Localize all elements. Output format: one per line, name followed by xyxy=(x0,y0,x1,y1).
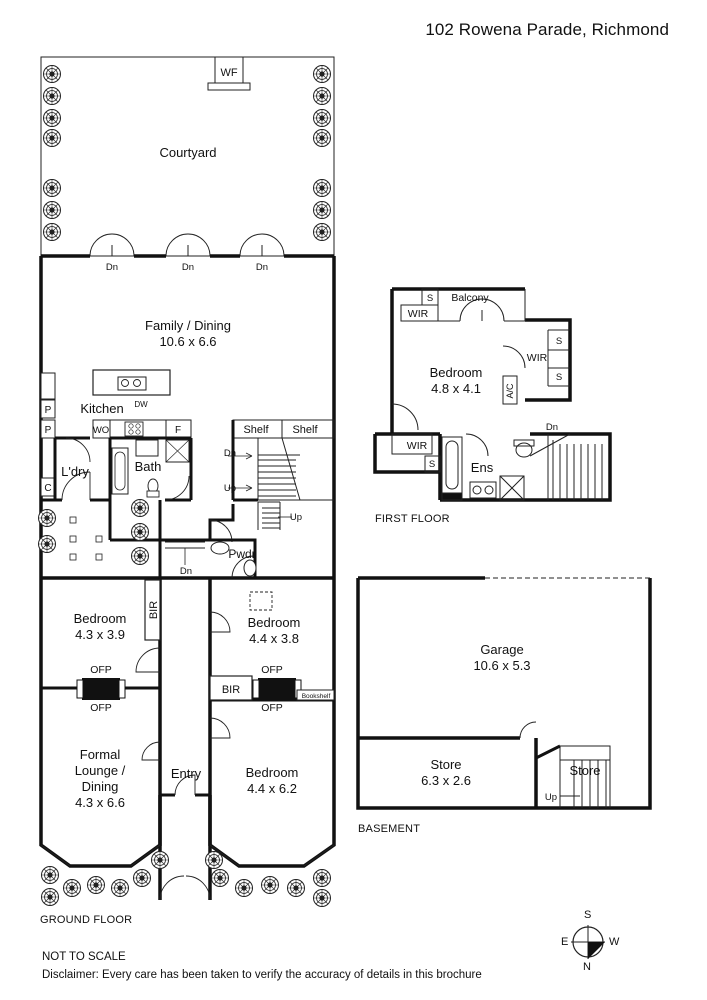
ff-s-label-1: S xyxy=(427,293,433,304)
ground-floor-plan: Courtyard WF Dn Dn Dn Family / Dining 10… xyxy=(38,56,336,907)
bath-label: Bath xyxy=(135,459,162,474)
basement-caption: BASEMENT xyxy=(358,823,421,835)
store-label: Store xyxy=(430,757,461,772)
first-floor-caption: FIRST FLOOR xyxy=(375,513,450,525)
front-garden-shrubs xyxy=(41,851,331,907)
compass-south-label: S xyxy=(584,909,592,921)
ff-bedroom-label: Bedroom xyxy=(430,365,483,380)
laundry-label: L'dry xyxy=(61,464,89,479)
wf-label: WF xyxy=(220,67,237,79)
dw-label: DW xyxy=(134,400,148,409)
entry-label: Entry xyxy=(171,766,202,781)
ff-balcony-label: Balcony xyxy=(451,292,489,304)
first-floor-plan: S Balcony WIR Bedroom 4.8 x 4.1 WIR S S … xyxy=(373,287,612,502)
pantry-label-1: P xyxy=(45,405,52,416)
compass-north-label: N xyxy=(583,961,591,973)
ofp-label-1: OFP xyxy=(90,664,112,676)
ofp-label-4: OFP xyxy=(261,702,283,714)
shelf-label-1: Shelf xyxy=(243,424,269,436)
garage-dims: 10.6 x 5.3 xyxy=(473,658,530,673)
hall-dn-label: Dn xyxy=(180,566,192,577)
stair-dn-label: Dn xyxy=(224,448,236,459)
compass-west-label: W xyxy=(609,936,620,948)
courtyard-doors xyxy=(89,233,285,257)
ff-s-label-4: S xyxy=(429,459,435,470)
pantry-label-2: P xyxy=(45,425,52,436)
lounge-dims: 4.3 x 6.6 xyxy=(75,795,125,810)
bir-label-1: BIR xyxy=(148,601,160,619)
property-address: 102 Rowena Parade, Richmond xyxy=(425,20,669,39)
ff-ac-label: A/C xyxy=(505,383,515,399)
ofp-label-3: OFP xyxy=(261,664,283,676)
ff-ensuite-label: Ens xyxy=(471,460,494,475)
bedroom-3-label: Bedroom xyxy=(246,765,299,780)
ff-s-label-2: S xyxy=(556,336,562,347)
dn-label-2: Dn xyxy=(182,262,194,273)
stair-up-label-2: Up xyxy=(290,512,302,523)
courtyard-label: Courtyard xyxy=(159,145,216,160)
bedroom-3-dims: 4.4 x 6.2 xyxy=(247,781,297,796)
bedroom-2-dims: 4.4 x 3.8 xyxy=(249,631,299,646)
wo-label: WO xyxy=(93,425,109,436)
disclaimer-note: Disclaimer: Every care has been taken to… xyxy=(42,969,482,981)
garage-label: Garage xyxy=(480,642,523,657)
ff-dn-label: Dn xyxy=(546,422,558,433)
side-courtyard xyxy=(38,499,149,565)
compass-east-label: E xyxy=(561,936,569,948)
scale-note: NOT TO SCALE xyxy=(42,951,126,963)
cupboard-label: C xyxy=(44,483,51,494)
lounge-label-3: Dining xyxy=(82,779,119,794)
family-dining-label: Family / Dining xyxy=(145,318,231,333)
store-dims: 6.3 x 2.6 xyxy=(421,773,471,788)
ff-wir-label-1: WIR xyxy=(408,308,429,320)
bookshelf-label: Bookshelf xyxy=(302,693,331,700)
ff-s-label-3: S xyxy=(556,372,562,383)
kitchen-label: Kitchen xyxy=(80,401,123,416)
bir-label-2: BIR xyxy=(222,684,240,696)
family-dining-dims: 10.6 x 6.6 xyxy=(159,334,216,349)
fridge-label: F xyxy=(175,425,181,436)
compass-icon xyxy=(571,925,605,959)
lounge-label-1: Formal xyxy=(80,747,121,762)
powder-label: Pwdr xyxy=(228,547,255,561)
shelf-label-2: Shelf xyxy=(292,424,318,436)
basement-plan: Garage 10.6 x 5.3 Store 6.3 x 2.6 Store … xyxy=(356,576,652,810)
bedroom-1-label: Bedroom xyxy=(74,611,127,626)
dn-label-3: Dn xyxy=(256,262,268,273)
bedroom-2-label: Bedroom xyxy=(248,615,301,630)
ground-floor-caption: GROUND FLOOR xyxy=(40,914,133,926)
bedroom-1-dims: 4.3 x 3.9 xyxy=(75,627,125,642)
store-2-label: Store xyxy=(569,763,600,778)
ff-bedroom-dims: 4.8 x 4.1 xyxy=(431,381,481,396)
basement-up-label: Up xyxy=(545,792,557,803)
courtyard-area xyxy=(40,56,335,257)
lounge-label-2: Lounge / xyxy=(75,763,126,778)
stair-up-label: Up xyxy=(224,483,236,494)
dn-label-1: Dn xyxy=(106,262,118,273)
ofp-label-2: OFP xyxy=(90,702,112,714)
ff-wir-label-2: WIR xyxy=(527,352,548,364)
ff-wir-label-3: WIR xyxy=(407,440,428,452)
